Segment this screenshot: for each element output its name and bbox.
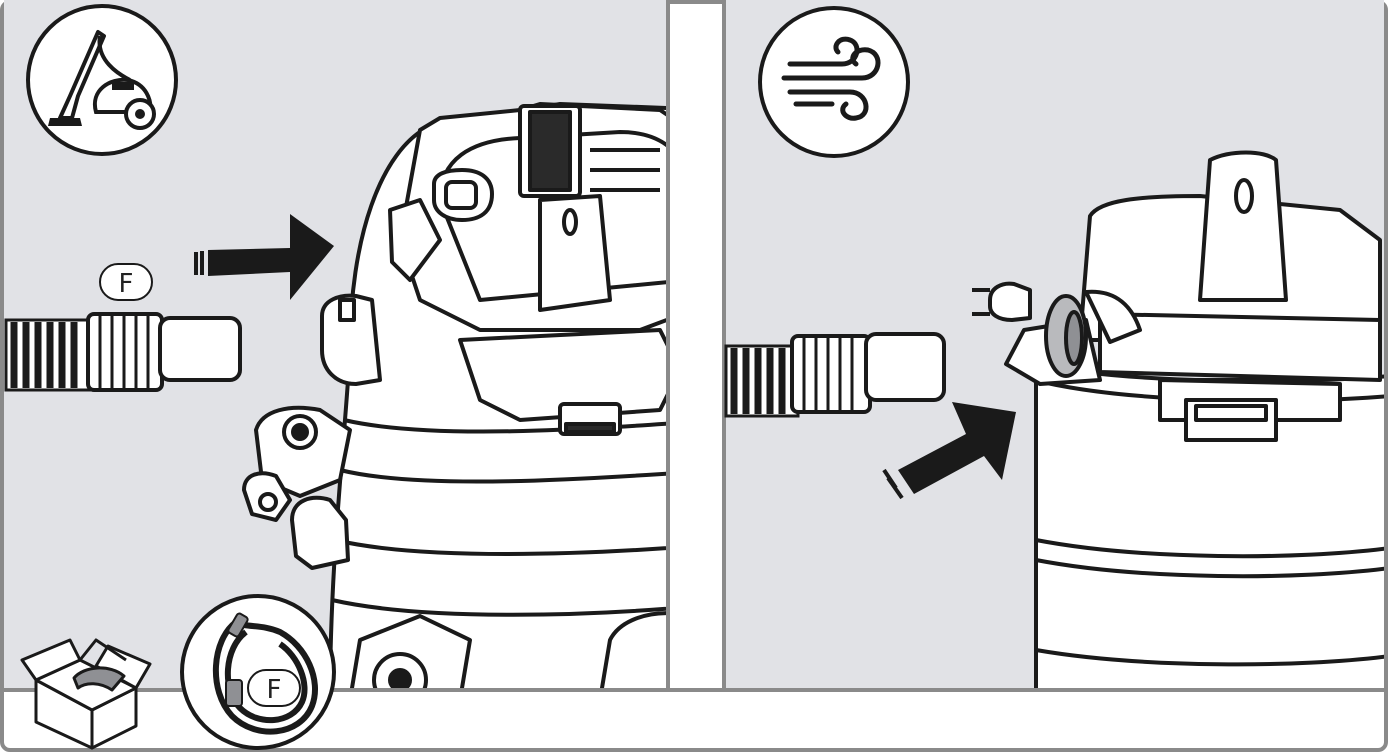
blower-wind-icon <box>760 8 908 156</box>
vacuum-cleaner-icon <box>28 6 176 154</box>
left-panel: F <box>4 0 720 706</box>
part-badge-f: F <box>100 264 152 300</box>
right-panel <box>724 0 1388 700</box>
part-badge-letter: F <box>119 269 134 299</box>
hose-assembly <box>6 314 240 390</box>
accessory-badge-f: F <box>248 670 300 706</box>
accessory-badge-letter: F <box>267 675 282 705</box>
